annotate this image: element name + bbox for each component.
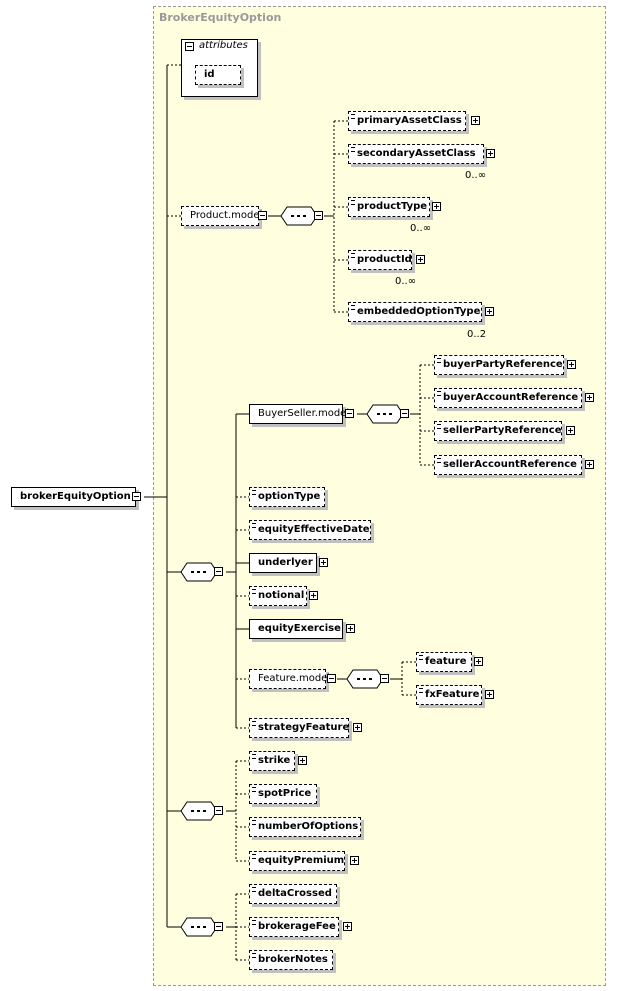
attribute-id[interactable]: id (195, 65, 241, 85)
collapse-icon[interactable] (345, 409, 354, 418)
complex-type-box (153, 6, 606, 986)
expand-icon[interactable] (585, 393, 594, 402)
expand-icon[interactable] (319, 558, 328, 567)
expand-icon[interactable] (486, 149, 495, 158)
expand-icon[interactable] (471, 116, 480, 125)
expand-icon[interactable] (432, 202, 441, 211)
element-node[interactable]: buyerPartyReference (434, 355, 564, 375)
root-element[interactable]: brokerEquityOption (11, 487, 136, 507)
collapse-icon[interactable] (214, 922, 223, 931)
element-node[interactable]: equityExercise (249, 619, 343, 639)
element-node[interactable]: sellerAccountReference (434, 455, 582, 475)
expand-icon[interactable] (346, 624, 355, 633)
collapse-icon[interactable] (185, 42, 194, 51)
element-node[interactable]: equityEffectiveDate (249, 520, 371, 540)
expand-icon[interactable] (309, 591, 318, 600)
element-node[interactable]: buyerAccountReference (434, 388, 582, 408)
collapse-icon[interactable] (214, 806, 223, 815)
expand-icon[interactable] (353, 723, 362, 732)
cardinality: 0..2 (467, 329, 487, 340)
collapse-icon[interactable] (327, 674, 336, 683)
element-node[interactable]: notional (249, 586, 307, 606)
collapse-icon[interactable] (380, 674, 389, 683)
element-node[interactable]: sellerPartyReference (434, 421, 562, 441)
element-node[interactable]: productId (348, 250, 412, 270)
complex-type-title: BrokerEquityOption (159, 11, 282, 24)
cardinality: 0..∞ (410, 223, 432, 234)
element-node[interactable]: equityPremium (249, 851, 345, 871)
expand-icon[interactable] (343, 922, 352, 931)
collapse-icon[interactable] (400, 409, 409, 418)
expand-icon[interactable] (485, 690, 494, 699)
element-node[interactable]: embeddedOptionType (348, 302, 482, 322)
group-feature-model[interactable]: Feature.model (249, 669, 330, 689)
element-node[interactable]: secondaryAssetClass (348, 144, 484, 164)
element-node[interactable]: primaryAssetClass (348, 111, 466, 131)
element-node[interactable]: feature (416, 652, 472, 672)
expand-icon[interactable] (485, 307, 494, 316)
attributes-label: attributes (199, 40, 248, 51)
expand-icon[interactable] (474, 657, 483, 666)
collapse-icon[interactable] (132, 492, 141, 501)
collapse-icon[interactable] (314, 211, 323, 220)
group-product-model[interactable]: Product.model (181, 206, 262, 226)
element-node[interactable]: fxFeature (416, 685, 482, 705)
expand-icon[interactable] (566, 426, 575, 435)
element-node[interactable]: strategyFeature (249, 718, 349, 738)
collapse-icon[interactable] (258, 211, 267, 220)
expand-icon[interactable] (416, 255, 425, 264)
element-node[interactable]: deltaCrossed (249, 884, 337, 904)
collapse-icon[interactable] (214, 567, 223, 576)
cardinality: 0..∞ (465, 170, 487, 181)
expand-icon[interactable] (585, 460, 594, 469)
element-node[interactable]: productType (348, 197, 430, 217)
element-node[interactable]: brokerNotes (249, 950, 333, 970)
group-buyer-seller-model[interactable]: BuyerSeller.model (249, 404, 349, 424)
expand-icon[interactable] (567, 360, 576, 369)
element-node[interactable]: optionType (249, 487, 325, 507)
element-node[interactable]: numberOfOptions (249, 817, 361, 837)
expand-icon[interactable] (298, 756, 307, 765)
element-node[interactable]: spotPrice (249, 784, 317, 804)
element-node[interactable]: brokerageFee (249, 917, 339, 937)
cardinality: 0..∞ (395, 276, 417, 287)
element-node[interactable]: underlyer (249, 553, 317, 573)
expand-icon[interactable] (350, 856, 359, 865)
element-node[interactable]: strike (249, 751, 295, 771)
